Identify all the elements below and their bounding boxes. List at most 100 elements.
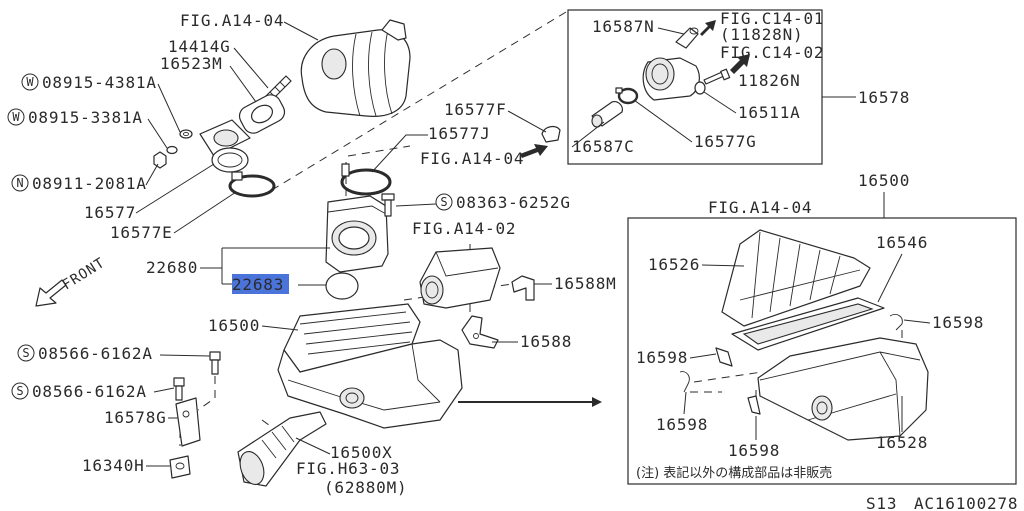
- bolt-08566-lower: [173, 377, 185, 401]
- clamp-16577j: [340, 163, 392, 196]
- fastener-label-2[interactable]: W 08915-3381A: [7, 108, 143, 127]
- adapter-16577: [199, 119, 251, 173]
- sensor-16511a: [642, 57, 706, 101]
- part-label-16500x[interactable]: 16500X: [330, 443, 393, 462]
- part-label-16577f[interactable]: 16577F: [444, 100, 507, 119]
- part-label-16500-assy[interactable]: 16500: [858, 171, 910, 190]
- hose-16587c: [591, 101, 623, 128]
- part-label-16588m[interactable]: 16588M: [554, 274, 617, 293]
- air-flow-meter-22680: [325, 195, 389, 273]
- subassembly-frame-16578: [567, 9, 823, 165]
- fastener-number[interactable]: 08566-6162A: [38, 344, 153, 363]
- fastener-symbol: S: [440, 195, 447, 209]
- fastener-number[interactable]: 08915-4381A: [42, 73, 157, 92]
- pipe-16587n: [675, 27, 699, 49]
- fastener-symbol: W: [26, 75, 34, 89]
- fastener-symbol: W: [12, 110, 20, 124]
- part-label-16500[interactable]: 16500: [208, 316, 260, 335]
- part-label-11826n[interactable]: 11826N: [738, 71, 801, 90]
- part-label-16587n[interactable]: 16587N: [592, 17, 655, 36]
- fig-a14-04-mid-link[interactable]: FIG.A14-04: [420, 149, 524, 168]
- grommet-16340h: [169, 455, 191, 479]
- screw-symbol-icon: [11, 382, 29, 400]
- clip-16598-c: [679, 371, 690, 393]
- part-label-16528[interactable]: 16528: [876, 433, 928, 452]
- bolt-08566-upper: [209, 351, 221, 375]
- part-label-16577[interactable]: 16577: [84, 203, 136, 222]
- fastener-label-4[interactable]: S 08363-6252G: [435, 193, 571, 212]
- air-duct-fig-a14-02: [419, 247, 501, 309]
- part-label-16598-c[interactable]: 16598: [656, 415, 708, 434]
- duct-16500x: [237, 411, 327, 487]
- part-label-16598-a[interactable]: 16598: [932, 313, 984, 332]
- fastener-label-1[interactable]: W 08915-4381A: [21, 73, 157, 92]
- part-label-16578g[interactable]: 16578G: [104, 408, 167, 427]
- part-label-16523m[interactable]: 16523M: [160, 54, 223, 73]
- part-label-16598-d[interactable]: 16598: [728, 441, 780, 460]
- part-label-16577g[interactable]: 16577G: [694, 132, 757, 151]
- fastener-number[interactable]: 08566-6162A: [32, 382, 147, 401]
- part-label-16577j[interactable]: 16577J: [428, 124, 491, 143]
- fastener-label-5[interactable]: S 08566-6162A: [17, 344, 153, 363]
- bracket-16578g: [175, 397, 201, 447]
- clamp-16577g: [615, 87, 639, 105]
- screw-symbol-icon: [17, 344, 35, 362]
- fastener-symbol: S: [22, 346, 29, 360]
- fastener-label-3[interactable]: N 08911-2081A: [11, 174, 147, 193]
- part-label-16578[interactable]: 16578: [858, 88, 910, 107]
- lower-case-16528: [757, 337, 929, 441]
- clip-16598-a: [889, 313, 903, 331]
- part-label-16598-b[interactable]: 16598: [636, 348, 688, 367]
- fastener-symbol: S: [16, 384, 23, 398]
- subassembly-frame-16500: [627, 217, 1017, 485]
- air-duct-upper: [300, 19, 411, 117]
- filter-element-16546: [731, 297, 885, 351]
- leader-lines: [135, 21, 931, 467]
- part-label-22683-selected[interactable]: 22683: [232, 275, 284, 294]
- exploded-view-arrow-icon: [458, 397, 602, 407]
- part-label-16588[interactable]: 16588: [520, 332, 572, 351]
- fastener-number[interactable]: 08911-2081A: [32, 174, 147, 193]
- air-cleaner-assembly-16500: [277, 303, 463, 429]
- part-label-22680[interactable]: 22680: [146, 258, 198, 277]
- gasket-22683: [325, 272, 359, 300]
- bracket-16588: [461, 315, 499, 349]
- screw-11826n: [703, 68, 731, 85]
- part-label-14414g[interactable]: 14414G: [168, 37, 231, 56]
- arrow-to-fig-a14-04: [520, 144, 548, 158]
- fig-c14-01-link[interactable]: FIG.C14-01: [720, 9, 824, 28]
- clip-16598-b: [715, 347, 733, 367]
- bolt-08363: [381, 193, 395, 217]
- bracket-16588m: [511, 275, 535, 301]
- diagram-code: AC16100278: [914, 494, 1018, 511]
- part-label-16526[interactable]: 16526: [648, 255, 700, 274]
- gasket-16523m: [238, 94, 286, 134]
- fig-a14-04-top-link[interactable]: FIG.A14-04: [180, 11, 284, 30]
- part-label-16587c[interactable]: 16587C: [572, 137, 635, 156]
- clamp-16577f: [541, 125, 561, 143]
- part-label-16340h[interactable]: 16340H: [82, 456, 145, 475]
- not-sold-note: (注) 表記以外の構成部品は非販売: [636, 465, 832, 481]
- fig-a14-02-link[interactable]: FIG.A14-02: [412, 219, 516, 238]
- selected-part-highlight: [232, 274, 289, 294]
- fastener-symbol: N: [16, 176, 23, 190]
- fig-c14-02-link[interactable]: FIG.C14-02: [720, 43, 824, 62]
- clamp-16577e: [228, 171, 276, 198]
- ref-11828n: (11828N): [720, 25, 803, 44]
- fastener-number[interactable]: 08363-6252G: [456, 193, 571, 212]
- part-label-16577e[interactable]: 16577E: [110, 223, 173, 242]
- fig-a14-04-right-link[interactable]: FIG.A14-04: [708, 198, 812, 217]
- arrow-to-fig-c14-02: [730, 54, 750, 74]
- model-code: S13: [866, 494, 897, 511]
- part-label-16511a[interactable]: 16511A: [738, 103, 801, 122]
- part-label-16546[interactable]: 16546: [876, 233, 928, 252]
- clip-16598-d: [747, 395, 761, 415]
- fastener-label-6[interactable]: S 08566-6162A: [11, 382, 147, 401]
- fig-h63-03-link[interactable]: FIG.H63-03: [296, 459, 400, 478]
- washers-and-nut: [153, 129, 193, 169]
- screw-symbol-icon: [435, 193, 453, 211]
- fastener-number[interactable]: 08915-3381A: [28, 108, 143, 127]
- cover-16526: [721, 229, 871, 327]
- washer-symbol-icon: [21, 73, 39, 91]
